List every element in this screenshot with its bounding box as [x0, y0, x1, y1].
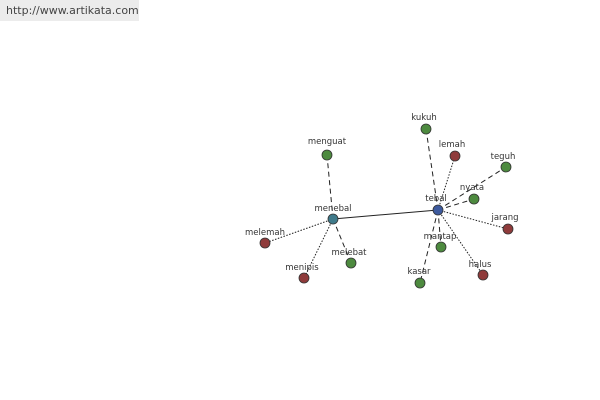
node-label-tebal[interactable]: tebal	[425, 194, 447, 204]
site-url-link[interactable]: http://www.artikata.com	[0, 0, 139, 21]
node-dot-lemah[interactable]	[449, 150, 461, 162]
node-dot-kasar[interactable]	[414, 277, 426, 289]
node-dot-menebal[interactable]	[327, 213, 339, 225]
node-dot-teguh[interactable]	[500, 161, 512, 173]
node-label-mantap[interactable]: mantap	[424, 232, 457, 242]
node-dot-nyata[interactable]	[468, 193, 480, 205]
node-dot-menguat[interactable]	[321, 149, 333, 161]
edge-tebal-jarang	[437, 209, 509, 230]
edge-menebal-menguat	[326, 154, 334, 220]
node-jarang[interactable]: jarang	[490, 213, 519, 235]
edge-tebal-halus	[437, 209, 484, 276]
node-kasar[interactable]: kasar	[407, 267, 431, 289]
node-nyata[interactable]: nyata	[460, 183, 484, 205]
node-halus[interactable]: halus	[469, 260, 492, 281]
node-menebal[interactable]: menebal	[314, 204, 352, 225]
node-teguh[interactable]: teguh	[491, 152, 516, 173]
edge-tebal-kasar	[419, 209, 439, 284]
node-label-jarang[interactable]: jarang	[490, 213, 518, 223]
edge-tebal-menebal	[332, 209, 439, 220]
node-label-menipis[interactable]: menipis	[285, 263, 319, 273]
node-dot-halus[interactable]	[477, 269, 489, 281]
node-dot-melebat[interactable]	[345, 257, 357, 269]
edge-menebal-menipis	[303, 218, 334, 279]
node-melemah[interactable]: melemah	[245, 228, 285, 249]
node-dot-menipis[interactable]	[298, 272, 310, 284]
node-label-nyata[interactable]: nyata	[460, 183, 484, 193]
node-label-melemah[interactable]: melemah	[245, 228, 285, 238]
edge-tebal-lemah	[437, 155, 456, 211]
node-dot-mantap[interactable]	[435, 241, 447, 253]
node-menguat[interactable]: menguat	[308, 137, 347, 161]
node-dot-kukuh[interactable]	[420, 123, 432, 135]
node-menipis[interactable]: menipis	[285, 263, 319, 284]
edges-layer	[264, 128, 509, 284]
node-dot-melemah[interactable]	[259, 237, 271, 249]
node-label-teguh[interactable]: teguh	[491, 152, 516, 162]
node-label-menguat[interactable]: menguat	[308, 137, 347, 147]
edge-tebal-mantap	[437, 209, 442, 248]
node-mantap[interactable]: mantap	[424, 232, 457, 253]
nodes-layer: tebal menebal menguat melemah menipis melebat…	[245, 113, 519, 289]
node-kukuh[interactable]: kukuh	[411, 113, 437, 135]
edge-menebal-melemah	[264, 218, 334, 244]
node-lemah[interactable]: lemah	[439, 140, 465, 162]
node-dot-jarang[interactable]	[502, 223, 514, 235]
node-label-halus[interactable]: halus	[469, 260, 492, 270]
edge-tebal-teguh	[437, 166, 507, 211]
node-melebat[interactable]: melebat	[331, 248, 367, 269]
edge-tebal-nyata	[437, 198, 475, 211]
node-label-menebal[interactable]: menebal	[314, 204, 351, 214]
node-tebal[interactable]: tebal	[425, 194, 447, 216]
node-label-melebat[interactable]: melebat	[331, 248, 367, 258]
edge-tebal-kukuh	[425, 128, 439, 211]
node-label-kukuh[interactable]: kukuh	[411, 113, 436, 123]
node-dot-tebal[interactable]	[432, 204, 444, 216]
node-label-lemah[interactable]: lemah	[439, 140, 465, 150]
node-label-kasar[interactable]: kasar	[407, 267, 431, 277]
